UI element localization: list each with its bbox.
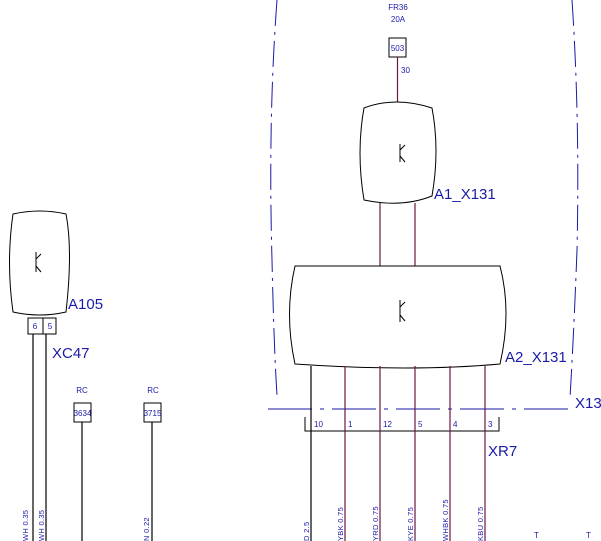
a105-body xyxy=(9,210,70,316)
xr7-wire-4-label: KYE 0.75 xyxy=(406,507,415,541)
xr7-pin-5: 4 xyxy=(453,420,458,429)
xr7-pin-2: 1 xyxy=(348,420,353,429)
xc47-pin-1: 6 xyxy=(33,322,38,331)
fuse-rating: 20A xyxy=(391,15,406,24)
a105-label: A105 xyxy=(68,296,103,313)
a2-x131-label: A2_X131 xyxy=(505,349,567,366)
a1-x131-label: A1_X131 xyxy=(434,186,496,203)
xc47-wire-1-label: WH 0.35 xyxy=(21,510,30,541)
rc-2-wire-label: N 0.22 xyxy=(142,517,151,541)
module-boundary-left xyxy=(270,0,278,396)
xr7-wire-2-label: YBK 0.75 xyxy=(336,507,345,541)
fuse-terminal: 503 xyxy=(391,44,405,53)
rc-1-label: RC xyxy=(76,386,88,395)
xr7-wire-3-label: YRD 0.75 xyxy=(371,506,380,541)
a2-x131-body xyxy=(289,265,507,369)
xr7-pin-3: 12 xyxy=(383,420,392,429)
xr7-pin-1: 10 xyxy=(314,420,323,429)
xr7-pin-4: 5 xyxy=(418,420,423,429)
rc-1-terminal: 3634 xyxy=(74,409,92,418)
x131-label: X131 xyxy=(575,395,601,412)
module-boundary-right xyxy=(569,0,579,399)
a1-x131-body xyxy=(359,101,437,204)
edge-mark-1: T xyxy=(534,531,539,540)
xr7-connector-bracket xyxy=(304,417,500,432)
xr7-wire-1-label: D 2.5 xyxy=(302,522,311,541)
xr7-wire-6-label: KBU 0.75 xyxy=(476,506,485,541)
xr7-wire-5-label: WHBK 0.75 xyxy=(441,499,450,541)
xr7-pin-6: 3 xyxy=(488,420,493,429)
fuse-name: FR36 xyxy=(388,3,408,12)
xc47-wire-2-label: WH 0.35 xyxy=(37,510,46,541)
transistor-switch-icon xyxy=(35,252,42,273)
edge-mark-2: T xyxy=(586,531,591,540)
fuse-pin: 30 xyxy=(401,66,410,75)
transistor-switch-icon xyxy=(399,300,406,322)
xr7-label: XR7 xyxy=(488,443,517,460)
xc47-pin-2: 5 xyxy=(48,322,53,331)
rc-2-terminal: 3715 xyxy=(144,409,162,418)
rc-2-label: RC xyxy=(147,386,159,395)
transistor-switch-icon xyxy=(399,144,406,163)
xc47-label: XC47 xyxy=(52,345,90,362)
xc47-connector-box xyxy=(27,317,57,335)
